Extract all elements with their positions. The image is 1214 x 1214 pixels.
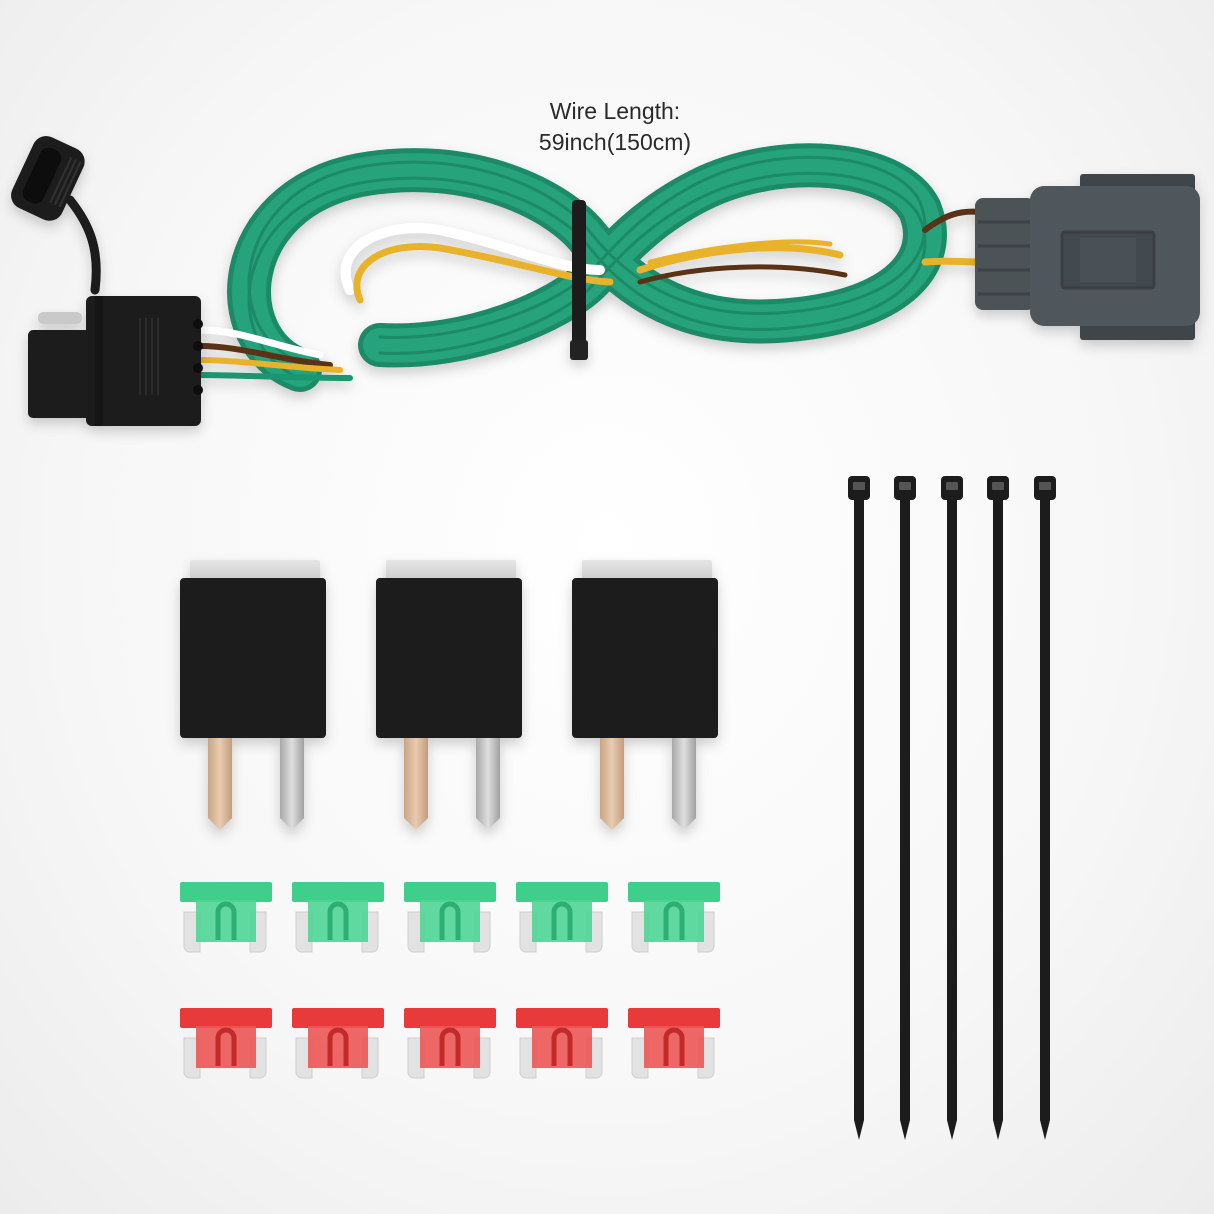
caption-line-2: 59inch(150cm) bbox=[538, 129, 692, 155]
coil-zip-tie bbox=[572, 200, 586, 360]
relay-1 bbox=[180, 560, 326, 830]
vehicle-side-connector bbox=[975, 174, 1200, 340]
wire-harness bbox=[196, 143, 984, 392]
cable-ties bbox=[848, 476, 1056, 1140]
trailer-4-pin-connector bbox=[11, 136, 203, 426]
wire-length-caption: Wire Length: 59inch(150cm) bbox=[470, 96, 760, 158]
fuses-red bbox=[180, 1008, 720, 1078]
relays bbox=[180, 560, 718, 830]
caption-line-1: Wire Length: bbox=[549, 98, 681, 124]
fuses-green bbox=[180, 882, 720, 952]
relay-2 bbox=[376, 560, 522, 830]
relay-3 bbox=[572, 560, 718, 830]
